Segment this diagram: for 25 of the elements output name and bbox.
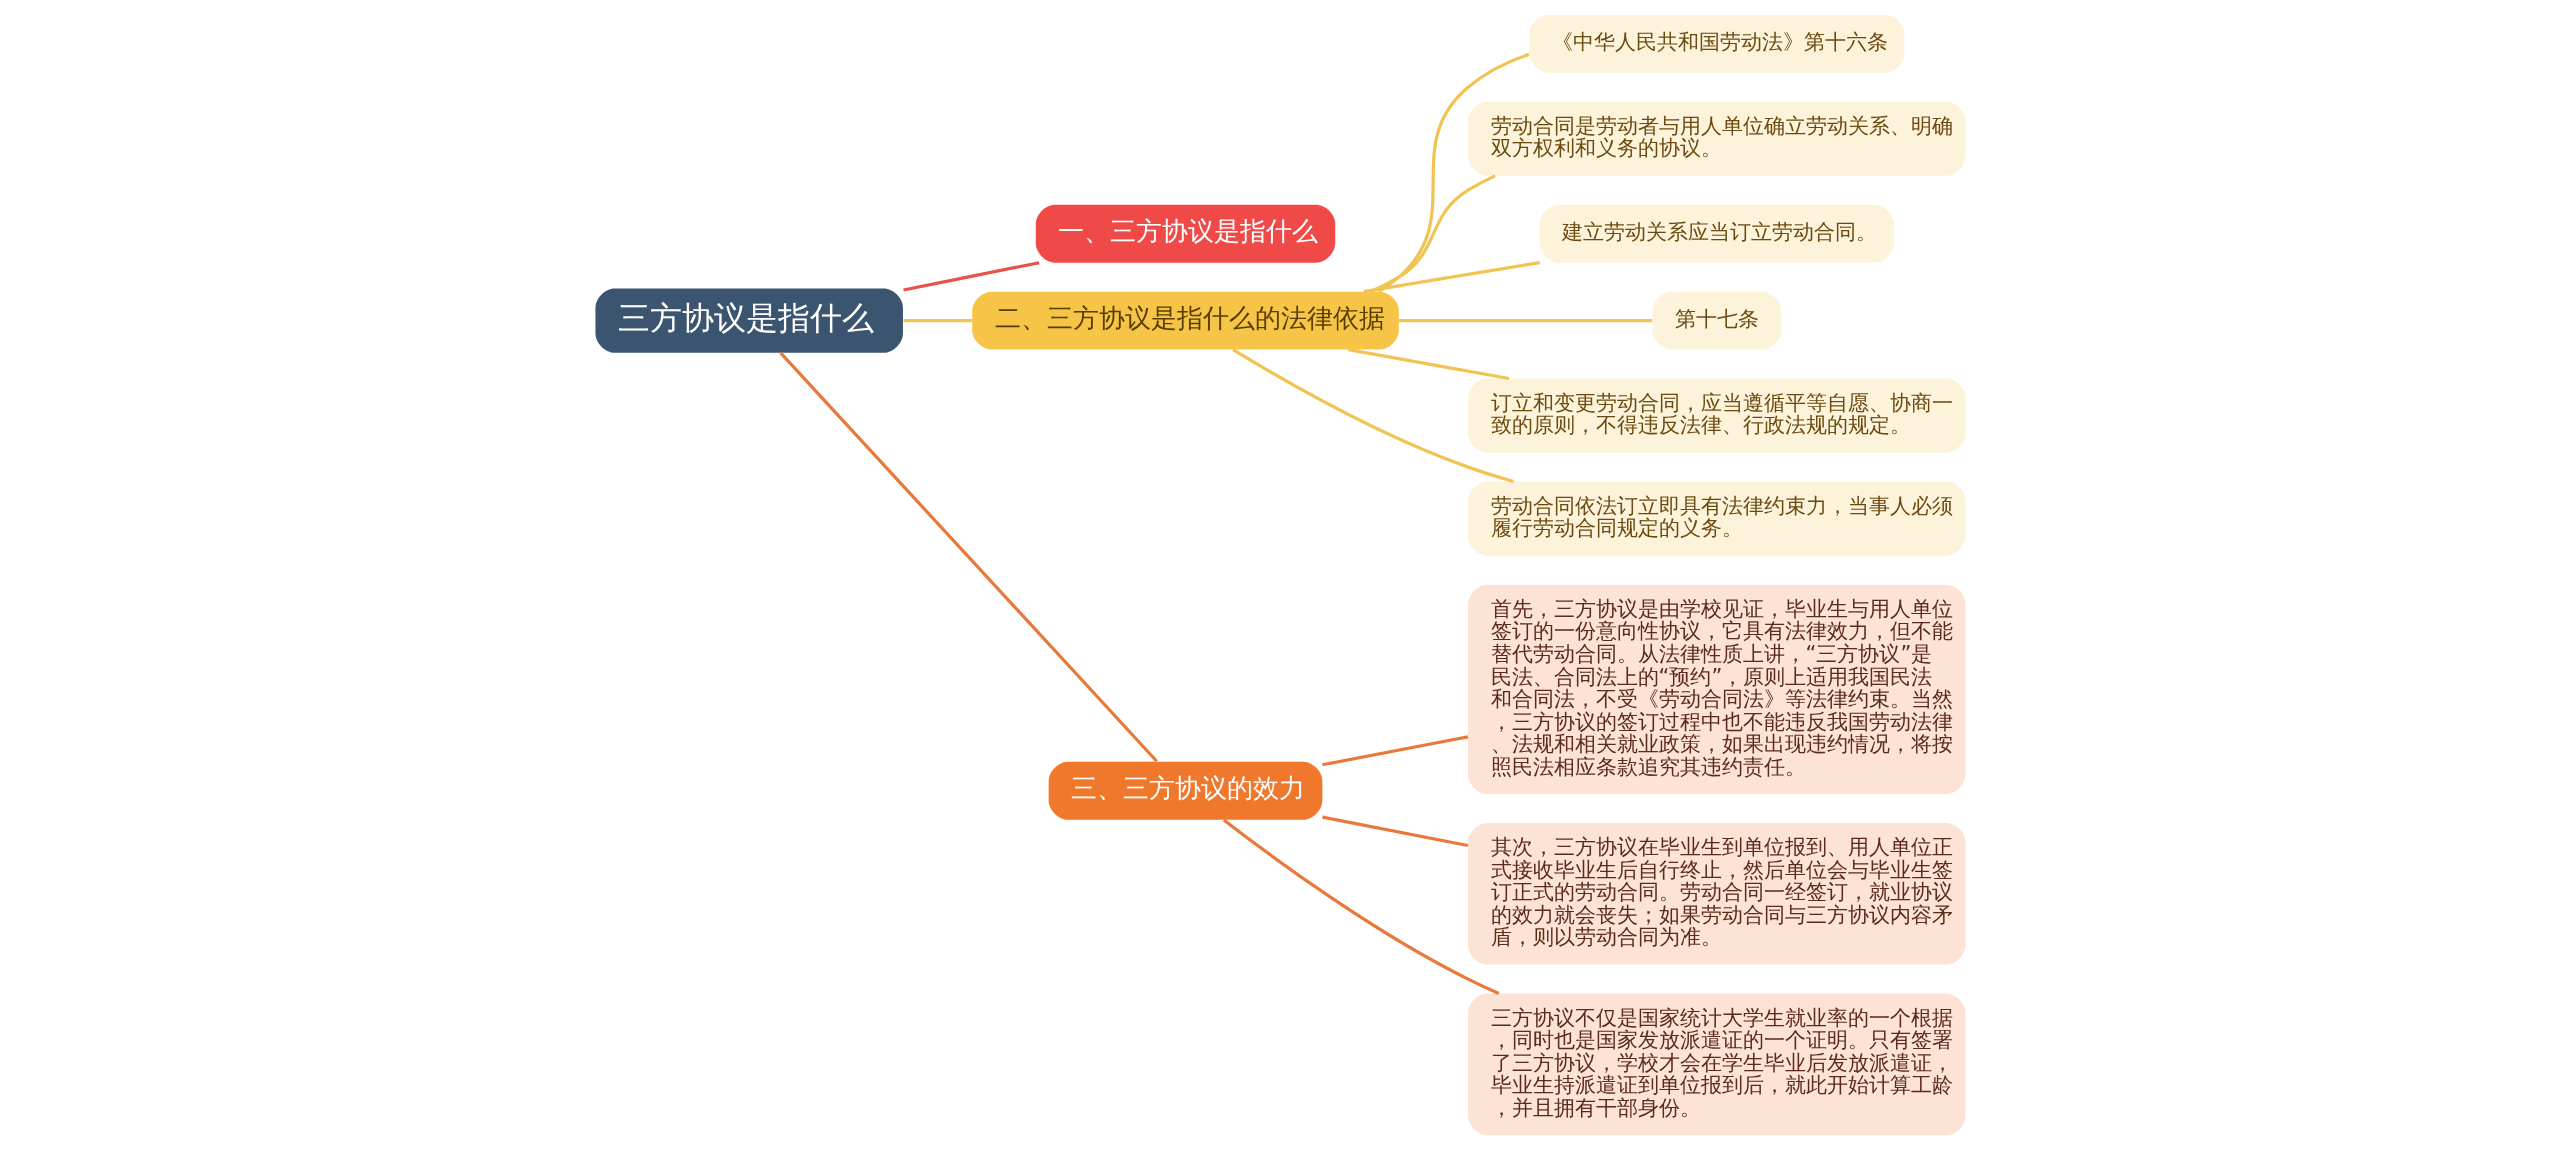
connector (1321, 735, 1468, 767)
connector (1398, 319, 1652, 323)
connector (1362, 261, 1540, 294)
connector (778, 351, 1158, 763)
node-box: 首先，三方协议是由学校见证，毕业生与用人单位签订的一份意向性协议，它具有法律效力，但不能替代劳动合同。从法律性质上讲，“三方协议”是民法、合同法上的“预约”，原则上适用我国民法和合同法，不受《劳动合同法》等法律约束。当然，三方协议的签订过程中也不能违反我国劳动法律、法规和相关就业政策，如果出现违约情况，将按照民法相应条款追究其违约责任。 (1467, 584, 1966, 794)
node-box: 三方协议不仅是国家统计大学生就业率的一个根据，同时也是国家发放派遣证的一个证明。只有签署了三方协议，学校才会在学生毕业后发放派遣证，毕业生持派遣证到单位报到后，就此开始计算工龄，并且拥有干部身份。 (1467, 993, 1966, 1136)
node-box: 其次，三方协议在毕业生到单位报到、用人单位正式接收毕业生后自行终止，然后单位会与毕业生签订正式的劳动合同。劳动合同一经签订，就业协议的效力就会丧失；如果劳动合同与三方协议内容矛盾，则以劳动合同为准。 (1467, 822, 1966, 965)
node-box: 《中华人民共和国劳动法》第十六条 (1528, 14, 1904, 73)
connector (1222, 818, 1499, 995)
connector (902, 261, 1039, 292)
connector (1347, 348, 1509, 381)
node-box: 三方协议是指什么 (594, 288, 903, 353)
connector (903, 319, 972, 323)
connector (1377, 52, 1529, 293)
node-box: 一、三方协议是指什么 (1035, 204, 1335, 263)
node-box: 二、三方协议是指什么的法律依据 (971, 291, 1399, 350)
connector (1321, 815, 1468, 848)
node-box: 建立劳动关系应当订立劳动合同。 (1539, 204, 1894, 263)
connector (1369, 174, 1496, 293)
node-box: 劳动合同依法订立即具有法律约束力，当事人必须履行劳动合同规定的义务。 (1467, 481, 1966, 556)
node-box: 订立和变更劳动合同，应当遵循平等自愿、协商一致的原则，不得违反法律、行政法规的规定。 (1467, 378, 1966, 453)
node-box: 劳动合同是劳动者与用人单位确立劳动关系、明确双方权利和义务的协议。 (1467, 101, 1966, 176)
connector (1231, 348, 1514, 484)
node-box: 第十七条 (1651, 291, 1781, 350)
node-box: 三、三方协议的效力 (1048, 761, 1322, 820)
